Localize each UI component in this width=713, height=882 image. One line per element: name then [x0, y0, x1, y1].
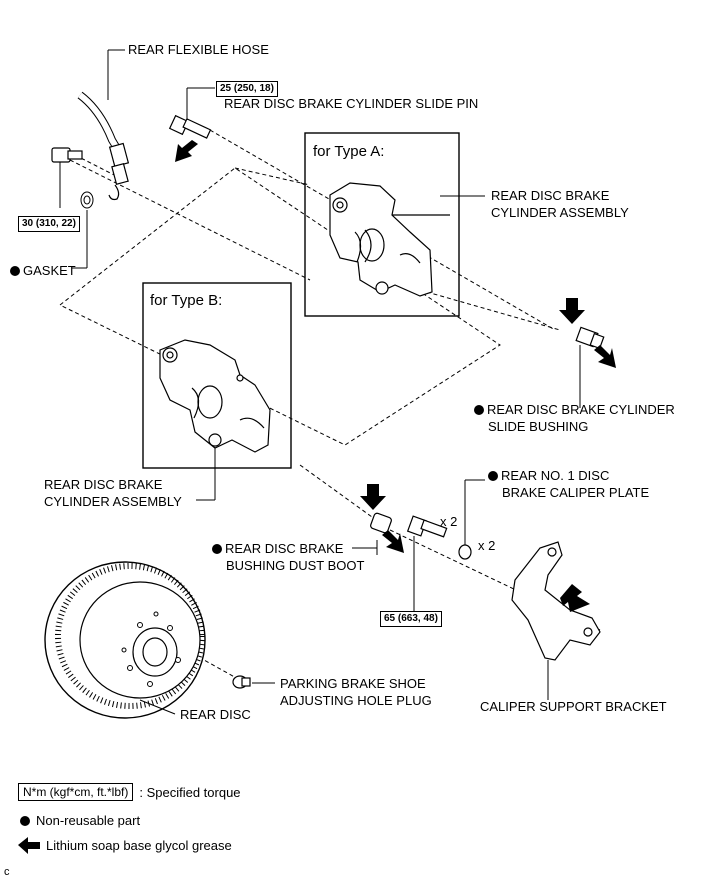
slide-bushing-part [575, 326, 605, 408]
dust-boot-label-text: REAR DISC BRAKE [225, 541, 344, 556]
caliper-type-b-illustration [159, 339, 271, 453]
gasket-part [72, 191, 94, 269]
hole-plug-part [232, 675, 275, 689]
grease-arrow-icon [594, 345, 616, 368]
dust-boot-label-line2: BUSHING DUST BOOT [226, 558, 365, 573]
leader-line [139, 699, 176, 715]
non-reusable-dot-icon [488, 471, 498, 481]
non-reusable-dot-icon [20, 816, 30, 826]
legend-torque-row: N*m (kgf*cm, ft.*lbf) : Specified torque [18, 783, 241, 801]
legend-torque-text: : Specified torque [139, 784, 241, 800]
slide-pin-label: REAR DISC BRAKE CYLINDER SLIDE PIN [224, 96, 479, 111]
cylinder-assembly-b-label-line2: CYLINDER ASSEMBLY [44, 494, 182, 509]
type-a-title: for Type A: [313, 143, 385, 160]
non-reusable-dot-icon [10, 266, 20, 276]
cylinder-assembly-a-label-line2: CYLINDER ASSEMBLY [491, 205, 629, 220]
hose-union-bolt [51, 147, 83, 208]
hole-plug-label-line2: ADJUSTING HOLE PLUG [280, 693, 432, 708]
type-a-box [304, 132, 460, 317]
grease-arrow-icon [360, 484, 386, 510]
rear-flexible-hose-label: REAR FLEXIBLE HOSE [128, 42, 269, 57]
grease-arrow-icon [560, 584, 590, 612]
dust-boot-part [352, 512, 392, 555]
rear-disc-label: REAR DISC [180, 707, 251, 722]
caliper-plate-part [458, 479, 485, 560]
caliper-plate-label-line1: REAR NO. 1 DISC [488, 468, 609, 484]
legend-grease-text: Lithium soap base glycol grease [46, 838, 232, 853]
support-bracket-label: CALIPER SUPPORT BRACKET [480, 699, 667, 714]
hole-plug-label-line1: PARKING BRAKE SHOE [280, 676, 426, 691]
legend-non-reusable-text: Non-reusable part [36, 813, 141, 828]
slide-bushing-label-line1: REAR DISC BRAKE CYLINDER [474, 402, 675, 418]
cylinder-assembly-a-label-line1: REAR DISC BRAKE [491, 188, 610, 203]
gasket-label-text: GASKET [23, 263, 76, 278]
cylinder-assembly-b-label-line1: REAR DISC BRAKE [44, 477, 163, 492]
gasket-label: GASKET [10, 263, 76, 279]
support-bracket-part [511, 541, 601, 700]
rear-flexible-hose [77, 49, 130, 201]
non-reusable-dot-icon [474, 405, 484, 415]
plate-quantity: x 2 [478, 538, 496, 553]
non-reusable-dot-icon [212, 544, 222, 554]
hose-bolt-torque: 30 (310, 22) [18, 216, 80, 232]
dust-boot-label-line1: REAR DISC BRAKE [212, 541, 343, 557]
rear-disc-part [44, 561, 206, 719]
grease-arrow-icon [18, 837, 40, 854]
caliper-plate-label-text: REAR NO. 1 DISC [501, 468, 610, 483]
grease-arrow-icon [382, 530, 404, 553]
legend-torque-box: N*m (kgf*cm, ft.*lbf) [18, 783, 134, 801]
slide-pin-torque: 25 (250, 18) [216, 81, 278, 97]
grease-arrow-icon [175, 140, 198, 162]
bolt-quantity: x 2 [440, 514, 458, 529]
slide-bushing-label-text: REAR DISC BRAKE CYLINDER [487, 402, 675, 417]
caliper-plate-label-line2: BRAKE CALIPER PLATE [502, 485, 650, 500]
slide-pin-part [168, 87, 215, 139]
type-b-title: for Type B: [150, 292, 223, 309]
bracket-bolt-torque: 65 (663, 48) [380, 611, 442, 627]
type-b-box [142, 282, 292, 469]
caliper-type-a-illustration [329, 182, 450, 297]
corner-mark: c [4, 866, 10, 878]
grease-arrow-icon [559, 298, 585, 324]
bracket-bolt-part [406, 515, 448, 615]
slide-bushing-label-line2: SLIDE BUSHING [488, 419, 589, 434]
